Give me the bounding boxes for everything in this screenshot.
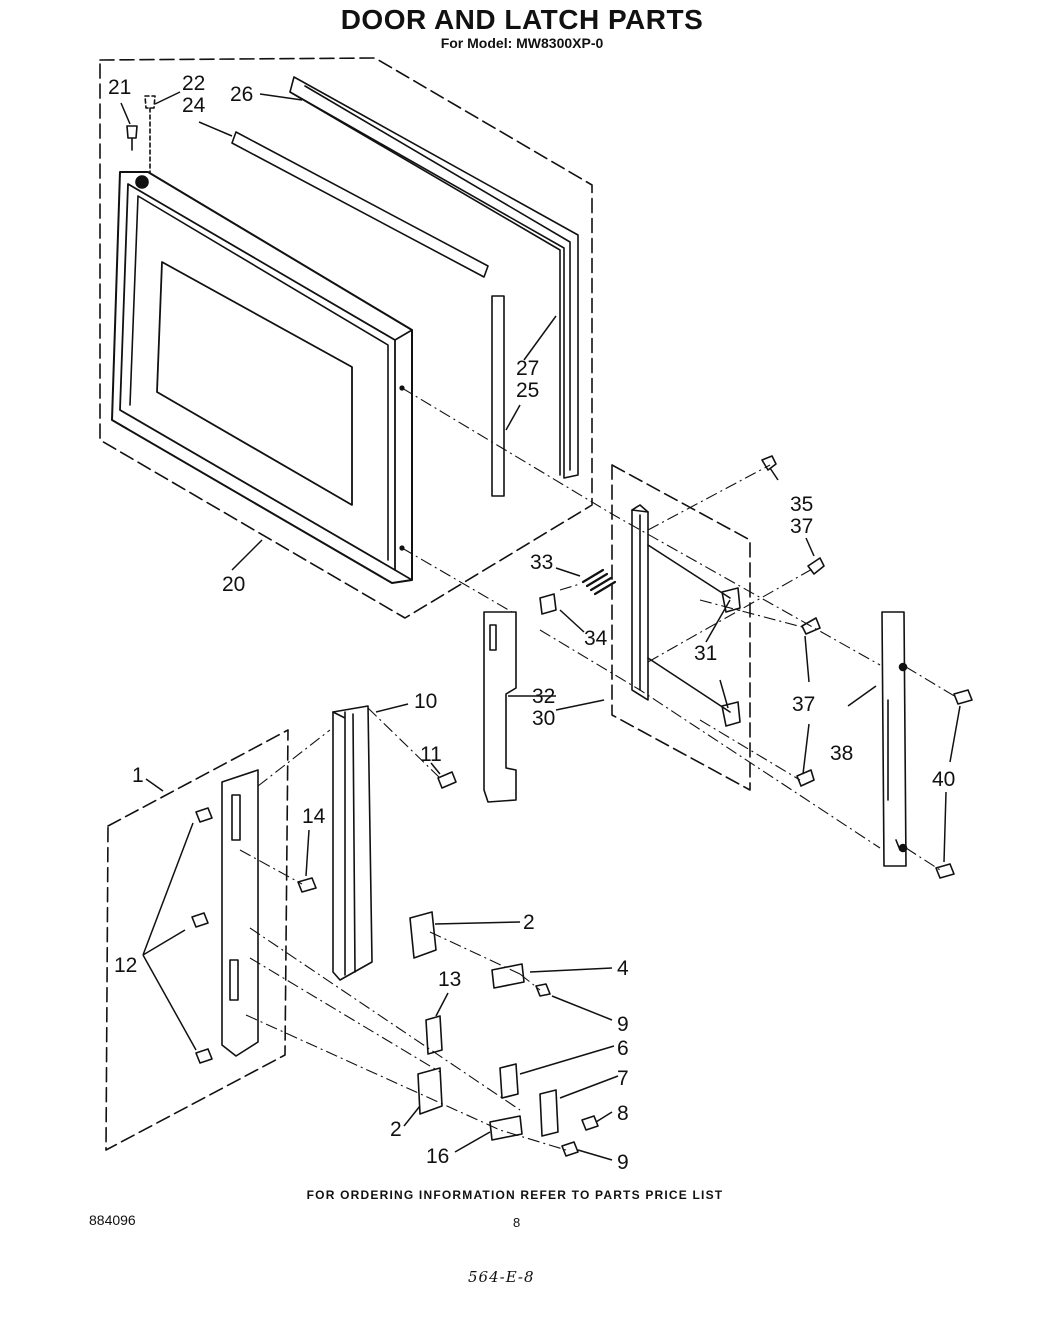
callout-20: 20	[222, 573, 245, 596]
page-number: 8	[513, 1215, 521, 1230]
callout-7: 7	[617, 1067, 629, 1090]
actuator-4	[491, 963, 525, 989]
latch-plate	[631, 509, 649, 701]
callout-9-lower: 9	[617, 1151, 629, 1174]
model-subtitle: For Model: MW8300XP-0	[440, 35, 604, 51]
latch-hook-upper	[721, 587, 741, 613]
screw-14	[297, 877, 317, 893]
ordering-info-note: FOR ORDERING INFORMATION REFER TO PARTS …	[306, 1188, 724, 1202]
callout-34: 34	[584, 627, 608, 650]
callout-35: 35	[790, 493, 813, 516]
latch-bolt	[539, 593, 557, 615]
switch-7	[539, 1089, 559, 1137]
callout-37-upper: 37	[790, 515, 813, 538]
callout-27: 27	[516, 357, 539, 380]
screw-8	[581, 1115, 599, 1131]
latch-spring	[581, 568, 617, 596]
top-choke-strip	[231, 131, 489, 278]
screw-37-lower	[796, 769, 815, 787]
callout-22: 22	[182, 72, 205, 95]
callout-30: 30	[532, 707, 555, 730]
callout-13: 13	[438, 968, 461, 991]
callout-12: 12	[114, 954, 137, 977]
screw-21	[126, 125, 138, 151]
callout-38: 38	[830, 742, 853, 765]
door-gasket	[289, 76, 579, 479]
latch-cover	[881, 611, 907, 867]
callout-31: 31	[694, 642, 717, 665]
callout-21: 21	[108, 76, 131, 99]
callout-2-lower: 2	[390, 1118, 402, 1141]
screw-37-mid	[801, 617, 821, 635]
page-title: DOOR AND LATCH PARTS	[340, 4, 704, 35]
callout-6: 6	[617, 1037, 629, 1060]
screw-12-bottom	[195, 1048, 213, 1064]
callout-32: 32	[532, 685, 555, 708]
callout-25: 25	[516, 379, 539, 402]
handwritten-reference: 564-E-8	[468, 1268, 535, 1286]
side-choke-strip	[491, 295, 505, 497]
latch-hook-lower	[721, 701, 741, 727]
screw-9-upper	[535, 983, 551, 997]
screw-12-mid	[191, 912, 209, 928]
door-frame	[111, 171, 413, 584]
callout-10: 10	[414, 690, 437, 713]
door-assembly-boundary	[99, 57, 593, 619]
callout-24: 24	[182, 94, 206, 117]
callout-26: 26	[230, 83, 253, 106]
callout-40: 40	[932, 768, 955, 791]
door-handle	[483, 611, 517, 803]
screw-9-lower	[561, 1141, 579, 1157]
document-number: 884096	[89, 1212, 136, 1228]
callout-2-upper: 2	[523, 911, 535, 934]
latch-channel	[332, 705, 373, 981]
latch-assembly-boundary	[611, 464, 751, 791]
callout-14: 14	[302, 805, 326, 828]
frame-assembly-boundary	[105, 729, 289, 1151]
callout-16: 16	[426, 1145, 449, 1168]
switch-2-lower	[417, 1067, 443, 1115]
latch-mounting-frame	[221, 769, 259, 1057]
switch-6	[499, 1063, 519, 1099]
screw-40-lower	[935, 863, 955, 879]
callout-9-upper: 9	[617, 1013, 629, 1036]
callout-11: 11	[420, 743, 442, 766]
screw-12-top	[195, 807, 213, 823]
actuator-16	[489, 1115, 523, 1141]
callout-8: 8	[617, 1102, 629, 1125]
callout-37-lower: 37	[792, 693, 815, 716]
screw-22	[144, 95, 156, 173]
callout-33: 33	[530, 551, 553, 574]
screw-35	[761, 455, 777, 471]
callout-1: 1	[132, 764, 144, 787]
screw-37-upper	[807, 557, 825, 575]
switch-2-upper	[409, 911, 437, 959]
callout-4: 4	[617, 957, 629, 980]
screw-40-upper	[953, 689, 973, 705]
screw-11	[437, 771, 457, 789]
plate-13	[425, 1015, 443, 1055]
